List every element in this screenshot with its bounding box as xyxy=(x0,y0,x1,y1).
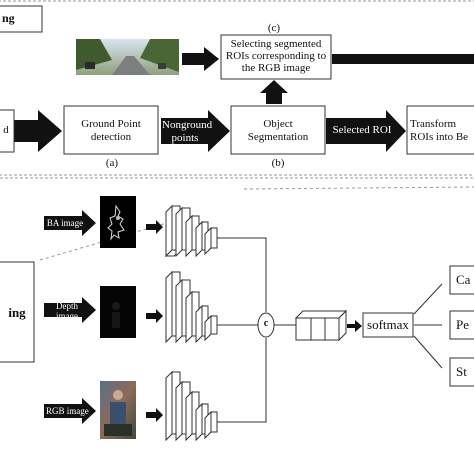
connector-ba xyxy=(217,237,267,312)
concat-symbol: c xyxy=(263,318,269,329)
transform-text: Transform ROIs into Be xyxy=(410,118,469,143)
rgb-image-label: RGB image xyxy=(46,406,89,416)
arrow-selection-to-right xyxy=(332,54,474,64)
arrow-ba-to-cnn xyxy=(146,220,163,234)
arrow-up-to-selection xyxy=(260,80,288,104)
ground-point-text: Ground Point detection xyxy=(81,118,141,143)
step-c-caption: (c) xyxy=(267,22,281,34)
arrow-rgb-input xyxy=(44,398,96,424)
object-segmentation-box xyxy=(230,105,326,155)
output-label-2: Pe xyxy=(456,317,469,332)
road-scene-photo xyxy=(76,39,179,75)
corner-label: ng xyxy=(2,11,15,25)
output-box-3 xyxy=(449,357,474,387)
arrow-depth-input xyxy=(44,297,96,323)
arrow-left-to-ground xyxy=(0,110,62,152)
top-section-frame xyxy=(0,0,474,176)
ba-image-thumbnail xyxy=(100,196,136,248)
selected-roi-text: Selected ROI xyxy=(332,124,392,136)
step-b-caption: (b) xyxy=(271,157,285,169)
arrow-depth-to-cnn xyxy=(146,309,163,323)
feature-vector-block xyxy=(294,309,348,342)
step-a-caption: (a) xyxy=(105,157,119,169)
left-partial-box xyxy=(0,261,35,363)
cnn-stack-rgb xyxy=(165,370,218,442)
output-box-1 xyxy=(449,265,474,295)
arrow-segmentation-to-transform xyxy=(326,110,406,152)
line-to-output-1 xyxy=(413,283,443,315)
cnn-stack-ba xyxy=(164,204,218,258)
ground-point-box xyxy=(63,105,159,155)
roi-selection-box xyxy=(220,34,332,80)
arrow-rgb-to-cnn xyxy=(146,408,163,422)
roi-selection-text: Selecting segmented ROIs corresponding t… xyxy=(225,38,327,74)
partial-left-box xyxy=(0,109,15,153)
cnn-stack-depth xyxy=(165,270,218,344)
corner-label-box xyxy=(0,5,43,33)
left-partial-box-text: ing xyxy=(8,305,26,320)
nonground-points-text: Nonground points xyxy=(162,119,213,144)
object-segmentation-text: Object Segmentation xyxy=(247,118,309,143)
line-to-output-3 xyxy=(413,335,443,369)
zoom-line-upper xyxy=(243,186,474,190)
arrow-photo-to-selection xyxy=(182,47,219,71)
arrow-fc-to-softmax xyxy=(347,320,362,332)
arrow-ba-input xyxy=(44,210,96,236)
connector-rgb xyxy=(217,338,267,423)
depth-image-label: Depth image xyxy=(56,301,78,321)
partial-left-box-text: d xyxy=(3,124,9,136)
transform-box xyxy=(406,105,474,155)
rgb-image-thumbnail xyxy=(100,381,136,439)
output-label-1: Ca xyxy=(456,272,471,287)
arrow-ground-to-segmentation xyxy=(161,110,230,152)
ba-image-label: BA image xyxy=(46,218,84,228)
softmax-box xyxy=(362,312,414,338)
output-label-3: St xyxy=(456,364,467,379)
output-box-2 xyxy=(449,310,474,340)
softmax-text: softmax xyxy=(367,317,409,332)
depth-image-thumbnail xyxy=(100,286,136,338)
